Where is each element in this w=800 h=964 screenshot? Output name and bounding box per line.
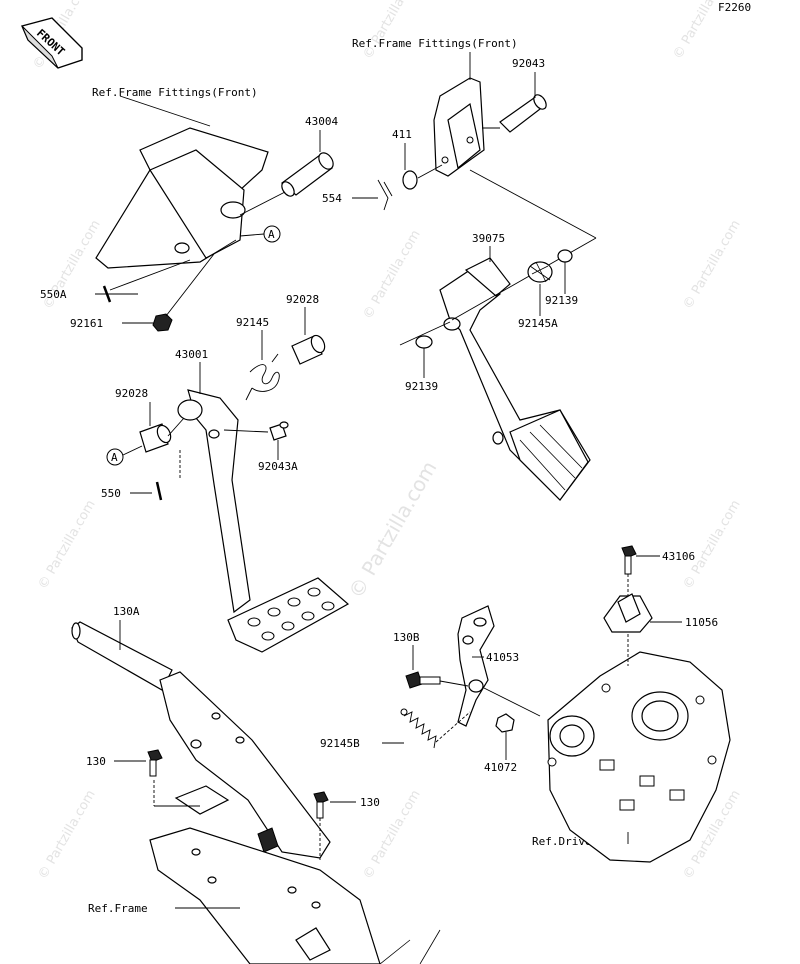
leader <box>399 321 451 346</box>
brake-pedal <box>177 389 350 653</box>
part-label-92028-a: 92028 <box>286 293 319 306</box>
part-label-411: 411 <box>392 128 412 141</box>
washer-92139 <box>557 249 573 263</box>
front-arrow-icon: FRONT <box>21 17 83 69</box>
part-label-92161: 92161 <box>70 317 103 330</box>
spring-92145b <box>400 708 437 749</box>
leader <box>223 429 269 433</box>
spring-92145 <box>245 353 280 401</box>
part-label-92145: 92145 <box>236 316 269 329</box>
part-label-43001: 43001 <box>175 348 208 361</box>
transmission-case <box>547 651 731 863</box>
leader <box>439 680 469 687</box>
watermark-tile: © Partzilla.com <box>35 498 98 592</box>
part-label-41072: 41072 <box>484 761 517 774</box>
ref-frame-fittings-front-right: Ref.Frame Fittings(Front) <box>352 37 518 50</box>
accelerator-pedal <box>439 257 591 501</box>
bushing-92028-lower <box>139 423 172 453</box>
pin-43004 <box>281 152 334 197</box>
washer-411 <box>402 170 418 190</box>
bolt-130b <box>405 671 441 689</box>
leader <box>165 253 215 317</box>
watermark-tile: © Partzilla.com <box>680 218 743 312</box>
cotter-550 <box>155 481 163 501</box>
part-label-92043: 92043 <box>512 57 545 70</box>
watermark-tile: © Partzilla.com <box>360 0 423 62</box>
leader <box>469 169 597 239</box>
part-label-130-a: 130 <box>86 755 106 768</box>
clip-554 <box>377 179 393 211</box>
diagram-code: F2260 <box>718 1 751 14</box>
part-label-92145b: 92145B <box>320 737 360 750</box>
watermark-tile: © Partzilla.com <box>35 788 98 882</box>
parking-brake-lever <box>71 621 331 859</box>
watermark-tile: © Partzilla.com <box>680 498 743 592</box>
bushing-92028-upper <box>291 334 326 365</box>
part-label-92043a: 92043A <box>258 460 298 473</box>
part-label-130-b: 130 <box>360 796 380 809</box>
part-label-130a: 43106 <box>662 550 695 563</box>
leader <box>122 445 143 456</box>
bolt-130a <box>621 545 637 575</box>
washer-92139-lower <box>415 335 433 349</box>
nut-92161 <box>152 313 173 332</box>
leader <box>483 687 541 717</box>
bolt-130-right <box>313 791 329 819</box>
leader <box>167 417 185 437</box>
leader <box>435 711 471 743</box>
leader <box>417 164 443 179</box>
part-label-550a: 550A <box>40 288 67 301</box>
part-label-130b: 130B <box>393 631 420 644</box>
part-label-92028-b: 92028 <box>115 387 148 400</box>
leader-ref-left <box>119 95 211 127</box>
leader <box>239 191 286 216</box>
leader <box>451 237 597 321</box>
part-label-43004: 43004 <box>305 115 338 128</box>
spring-92145a <box>527 261 553 283</box>
part-label-92145a: 92145A <box>518 317 558 330</box>
cotter-550a <box>102 285 112 303</box>
part-label-550: 550 <box>101 487 121 500</box>
ref-frame: Ref.Frame <box>88 902 148 915</box>
part-label-92139-b: 92139 <box>405 380 438 393</box>
leader <box>239 233 265 237</box>
part-label-92139-a: 92139 <box>545 294 578 307</box>
watermark-main: © Partzilla.com <box>344 457 442 603</box>
part-label-11056: 11056 <box>685 616 718 629</box>
leader <box>109 259 191 291</box>
pin-92043 <box>499 94 547 133</box>
lever-mount-bracket <box>174 785 230 815</box>
part-label-39075: 39075 <box>472 232 505 245</box>
callout-a2-circle <box>106 448 124 466</box>
lever-41053 <box>457 605 495 727</box>
pin-92043a <box>269 421 289 441</box>
part-label-554: 554 <box>322 192 342 205</box>
part-label-41053: 41053 <box>486 651 519 664</box>
right-frame-bracket <box>433 77 485 177</box>
part-label-43106: 130A <box>113 605 140 618</box>
frame-rail <box>149 827 441 964</box>
callout-a2: A <box>111 451 118 464</box>
left-frame-bracket <box>95 127 269 269</box>
nut-41072 <box>495 713 515 733</box>
ref-frame-fittings-front-left: Ref.Frame Fittings(Front) <box>92 86 258 99</box>
callout-a: A <box>268 228 275 241</box>
watermark-tile: © Partzilla.com <box>360 228 423 322</box>
bracket-11056 <box>603 593 653 633</box>
bolt-130-left <box>147 749 163 777</box>
